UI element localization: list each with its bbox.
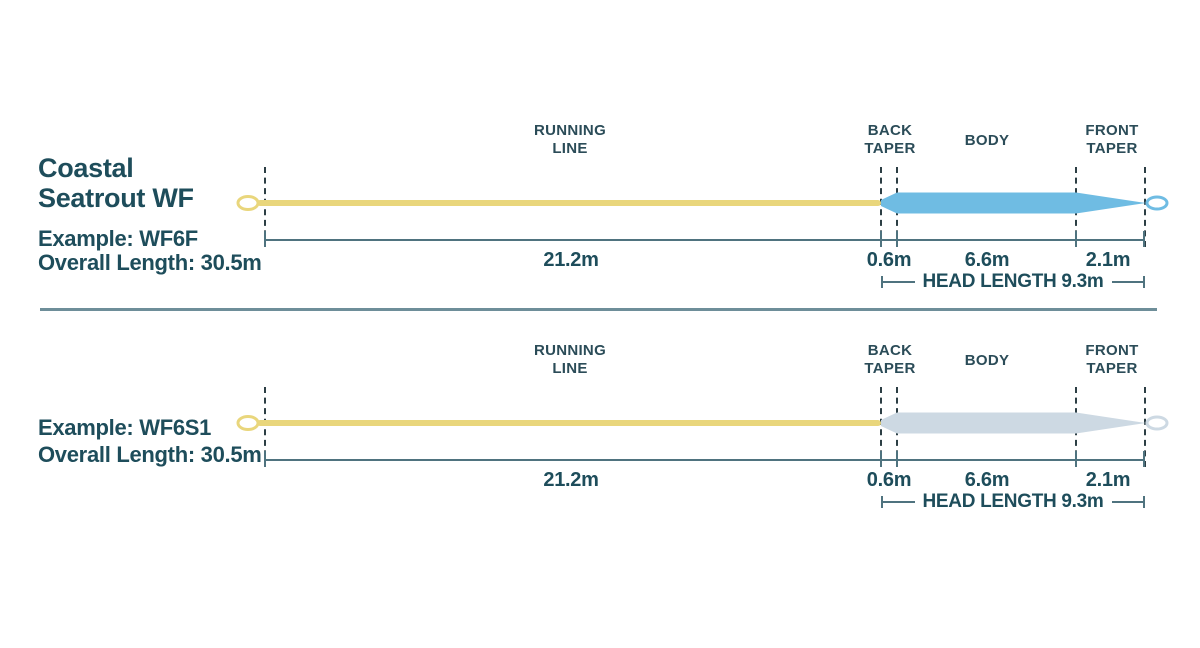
front-taper-label-bottom-l2: TAPER bbox=[1086, 360, 1138, 377]
back-taper-value-bottom: 0.6m bbox=[866, 469, 912, 491]
running-line-label-top-l1: RUNNING bbox=[533, 122, 607, 139]
running-line-label-bottom-l2: LINE bbox=[552, 360, 588, 377]
head-length-line bbox=[1111, 501, 1144, 503]
running-length-value-bottom: 21.2m bbox=[543, 469, 599, 491]
head-length-dimension-top: HEAD LENGTH 9.3m bbox=[881, 271, 1146, 292]
guide-line-tip-bottom bbox=[1144, 387, 1146, 467]
running-line-segment bbox=[257, 200, 881, 206]
example-label-top: Example: WF6F bbox=[38, 226, 198, 251]
measure-tick bbox=[1075, 231, 1077, 247]
head-length-end-tick bbox=[881, 496, 883, 508]
front-taper-label-top: FRONT TAPER bbox=[1062, 122, 1162, 158]
front-taper-label-bottom: FRONT TAPER bbox=[1062, 342, 1162, 378]
back-taper-label-bottom-l2: TAPER bbox=[864, 360, 916, 377]
welded-loop-front-icon bbox=[1145, 415, 1169, 431]
line-profile-sinking bbox=[236, 412, 1169, 434]
guide-back-taper-start-bottom bbox=[880, 387, 882, 467]
head-length-end-tick bbox=[1143, 496, 1146, 508]
line-profile-floating bbox=[236, 192, 1169, 214]
body-label-bottom: BODY bbox=[964, 352, 1010, 369]
welded-loop-rear-icon bbox=[236, 195, 260, 211]
measure-line-top bbox=[265, 239, 1145, 241]
back-taper-label-top: BACK TAPER bbox=[840, 122, 940, 158]
overall-length-label-bottom: Overall Length: 30.5m bbox=[38, 442, 262, 467]
measure-tick bbox=[880, 451, 882, 467]
measure-tick bbox=[896, 451, 898, 467]
welded-loop-rear-icon bbox=[236, 415, 260, 431]
body-label-top: BODY bbox=[964, 132, 1010, 149]
front-taper-label-top-l1: FRONT bbox=[1085, 122, 1139, 139]
back-taper-label-bottom-l1: BACK bbox=[867, 342, 913, 359]
measure-tick bbox=[264, 231, 266, 247]
running-length-value-top: 21.2m bbox=[543, 249, 599, 271]
running-line-segment bbox=[257, 420, 881, 426]
back-taper-label-bottom: BACK TAPER bbox=[840, 342, 940, 378]
example-label-bottom: Example: WF6S1 bbox=[38, 415, 212, 440]
measure-tick bbox=[1143, 231, 1145, 247]
measure-tick bbox=[896, 231, 898, 247]
back-taper-value-top: 0.6m bbox=[866, 249, 912, 271]
head-profile-shape bbox=[881, 192, 1146, 214]
product-title-line1: Coastal bbox=[38, 153, 134, 183]
guide-line-start-bottom bbox=[264, 387, 266, 467]
head-length-dimension-bottom: HEAD LENGTH 9.3m bbox=[881, 491, 1146, 512]
front-taper-label-top-l2: TAPER bbox=[1086, 140, 1138, 157]
measure-tick bbox=[264, 451, 266, 467]
body-value-bottom: 6.6m bbox=[964, 469, 1010, 491]
measure-tick bbox=[1075, 451, 1077, 467]
running-line-label-bottom: RUNNING LINE bbox=[495, 342, 645, 378]
head-length-line bbox=[1111, 281, 1144, 283]
running-line-label-top: RUNNING LINE bbox=[495, 122, 645, 158]
running-line-label-top-l2: LINE bbox=[552, 140, 588, 157]
head-length-line bbox=[883, 501, 915, 503]
head-length-label-bottom: HEAD LENGTH 9.3m bbox=[922, 491, 1104, 512]
running-line-label-bottom-l1: RUNNING bbox=[533, 342, 607, 359]
front-taper-value-bottom: 2.1m bbox=[1085, 469, 1131, 491]
guide-back-taper-start-top bbox=[880, 167, 882, 247]
body-value-top: 6.6m bbox=[964, 249, 1010, 271]
head-length-end-tick bbox=[881, 276, 883, 288]
measure-line-bottom bbox=[265, 459, 1145, 461]
back-taper-label-top-l1: BACK bbox=[867, 122, 913, 139]
welded-loop-front-icon bbox=[1145, 195, 1169, 211]
product-title: Coastal Seatrout WF bbox=[38, 153, 194, 213]
front-taper-label-bottom-l1: FRONT bbox=[1085, 342, 1139, 359]
measure-tick bbox=[880, 231, 882, 247]
measure-tick bbox=[1143, 451, 1145, 467]
guide-line-start-top bbox=[264, 167, 266, 247]
head-length-end-tick bbox=[1143, 276, 1146, 288]
product-title-line2: Seatrout WF bbox=[38, 183, 194, 213]
overall-length-label-top: Overall Length: 30.5m bbox=[38, 250, 262, 275]
section-divider bbox=[40, 308, 1157, 311]
back-taper-label-top-l2: TAPER bbox=[864, 140, 916, 157]
guide-line-tip-top bbox=[1144, 167, 1146, 247]
head-length-label-top: HEAD LENGTH 9.3m bbox=[922, 271, 1104, 292]
head-profile-shape bbox=[881, 412, 1146, 434]
head-length-line bbox=[883, 281, 915, 283]
front-taper-value-top: 2.1m bbox=[1085, 249, 1131, 271]
